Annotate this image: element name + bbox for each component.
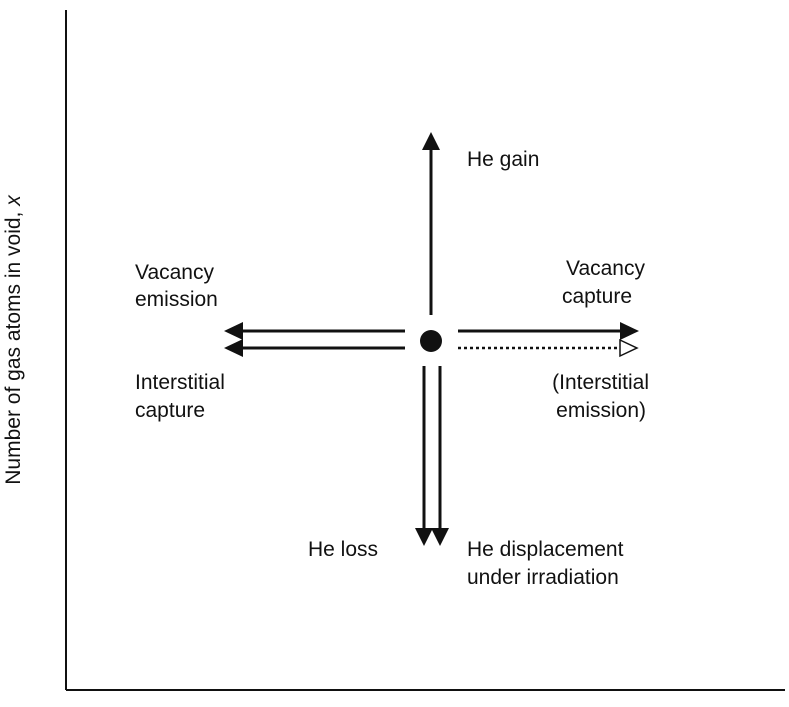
interstitial-emission-label-line1: (Interstitial [552,371,649,394]
vacancy-emission-label-line2: emission [135,288,218,311]
interstitial-emission-arrow-head [619,338,639,358]
y-axis-label-var: x [2,194,25,207]
y-axis-label-main: Number of gas atoms in void, [2,206,25,485]
he-gain-label: He gain [467,148,539,171]
vacancy-capture-label-line2: capture [562,285,632,308]
he-gain-arrow-head [422,132,440,150]
vacancy-emission-label-line1: Vacancy [135,261,214,284]
y-axis-label: Number of gas atoms in void, x [2,194,25,485]
he-displacement-arrow-head [431,528,449,546]
he-displacement-label-line1: He displacement [467,538,624,561]
he-loss-arrow-head [415,528,433,546]
interstitial-emission-label-line2: emission) [556,399,646,422]
interstitial-capture-label-line2: capture [135,399,205,422]
interstitial-capture-label-line1: Interstitial [135,371,225,394]
he-loss-label: He loss [308,538,378,561]
vacancy-capture-label-line1: Vacancy [566,257,645,280]
vacancy-capture-arrow-head [620,322,639,340]
vacancy-emission-arrow-head [224,322,243,340]
void-dot [420,330,442,352]
interstitial-capture-arrow-head [224,339,243,357]
he-displacement-label-line2: under irradiation [467,566,619,589]
